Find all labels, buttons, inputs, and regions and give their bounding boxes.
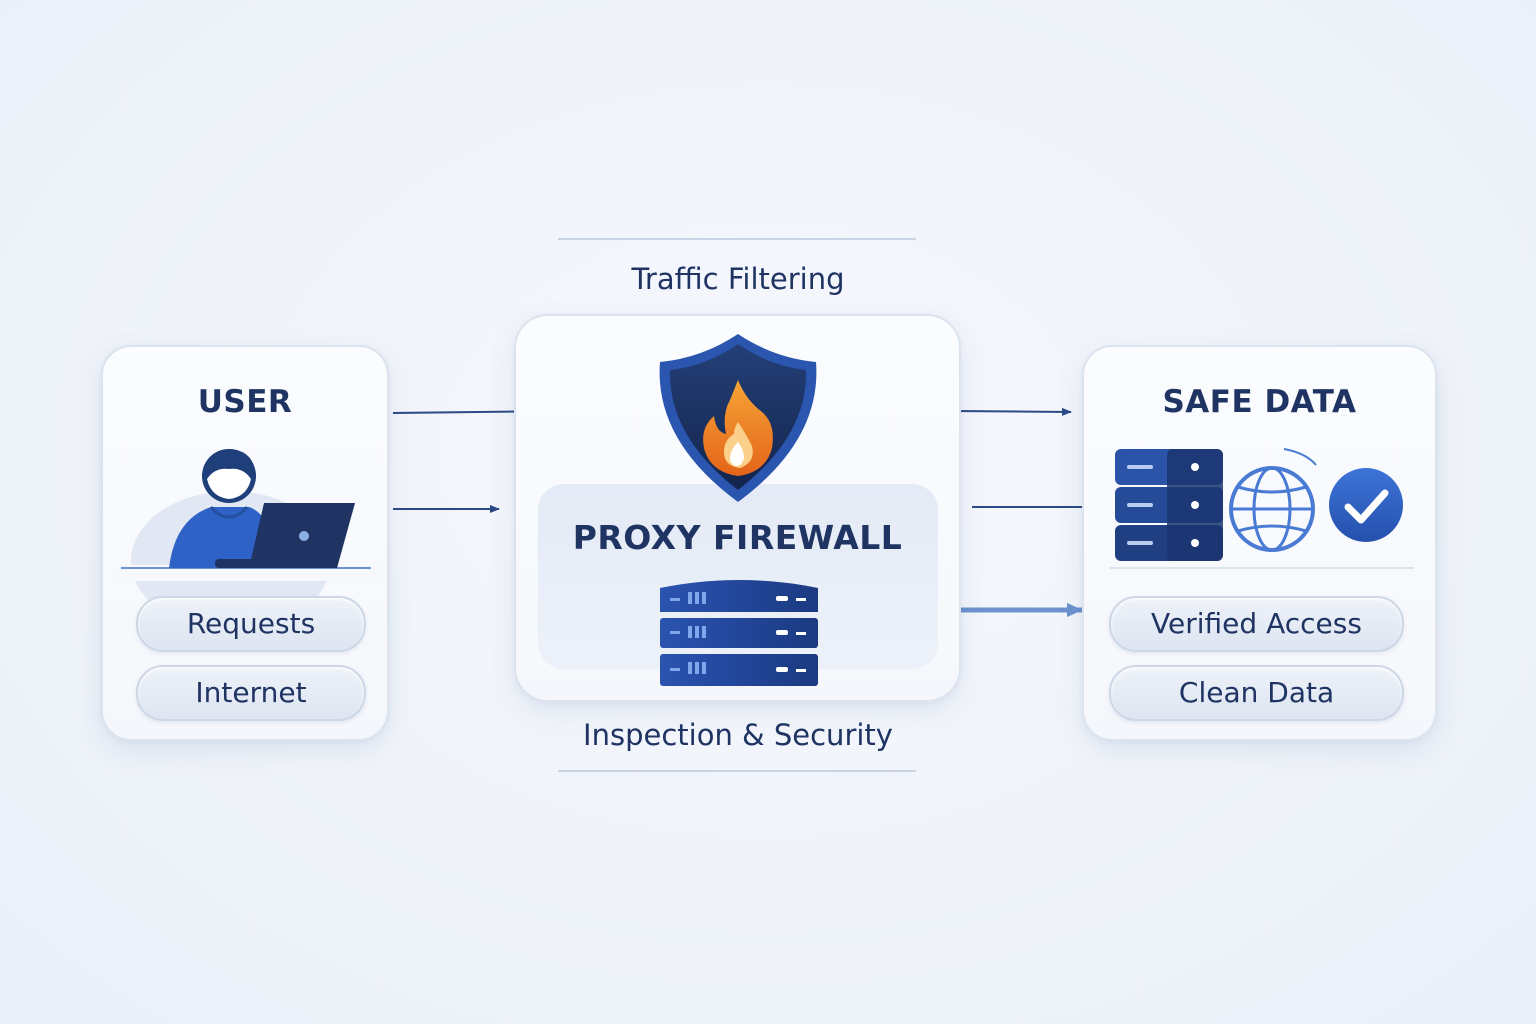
safe-data-divider: [1110, 567, 1414, 569]
firewall-card: PROXY FIREWALL: [514, 314, 961, 702]
top-divider: [558, 238, 916, 240]
user-laptop-icon: [119, 449, 379, 631]
inspection-security-label: Inspection & Security: [583, 718, 893, 752]
shield-flame-icon: [659, 334, 817, 502]
user-card: USER Requests Internet: [101, 345, 389, 741]
server-rack-icon: [660, 580, 818, 686]
requests-pill: Requests: [136, 596, 366, 652]
globe-icon: [1229, 448, 1317, 552]
bottom-divider: [558, 770, 916, 772]
check-circle-icon: [1329, 468, 1403, 542]
safe-data-card-title: SAFE DATA: [1162, 384, 1357, 420]
internet-pill: Internet: [136, 665, 366, 721]
safe-data-card: SAFE DATA: [1082, 345, 1437, 741]
firewall-card-title: PROXY FIREWALL: [572, 518, 903, 557]
verified-access-pill: Verified Access: [1109, 596, 1404, 652]
clean-data-pill: Clean Data: [1109, 665, 1404, 721]
traffic-filtering-label: Traffic Filtering: [631, 262, 845, 296]
database-icon: [1115, 449, 1223, 561]
user-card-title: USER: [197, 384, 293, 420]
